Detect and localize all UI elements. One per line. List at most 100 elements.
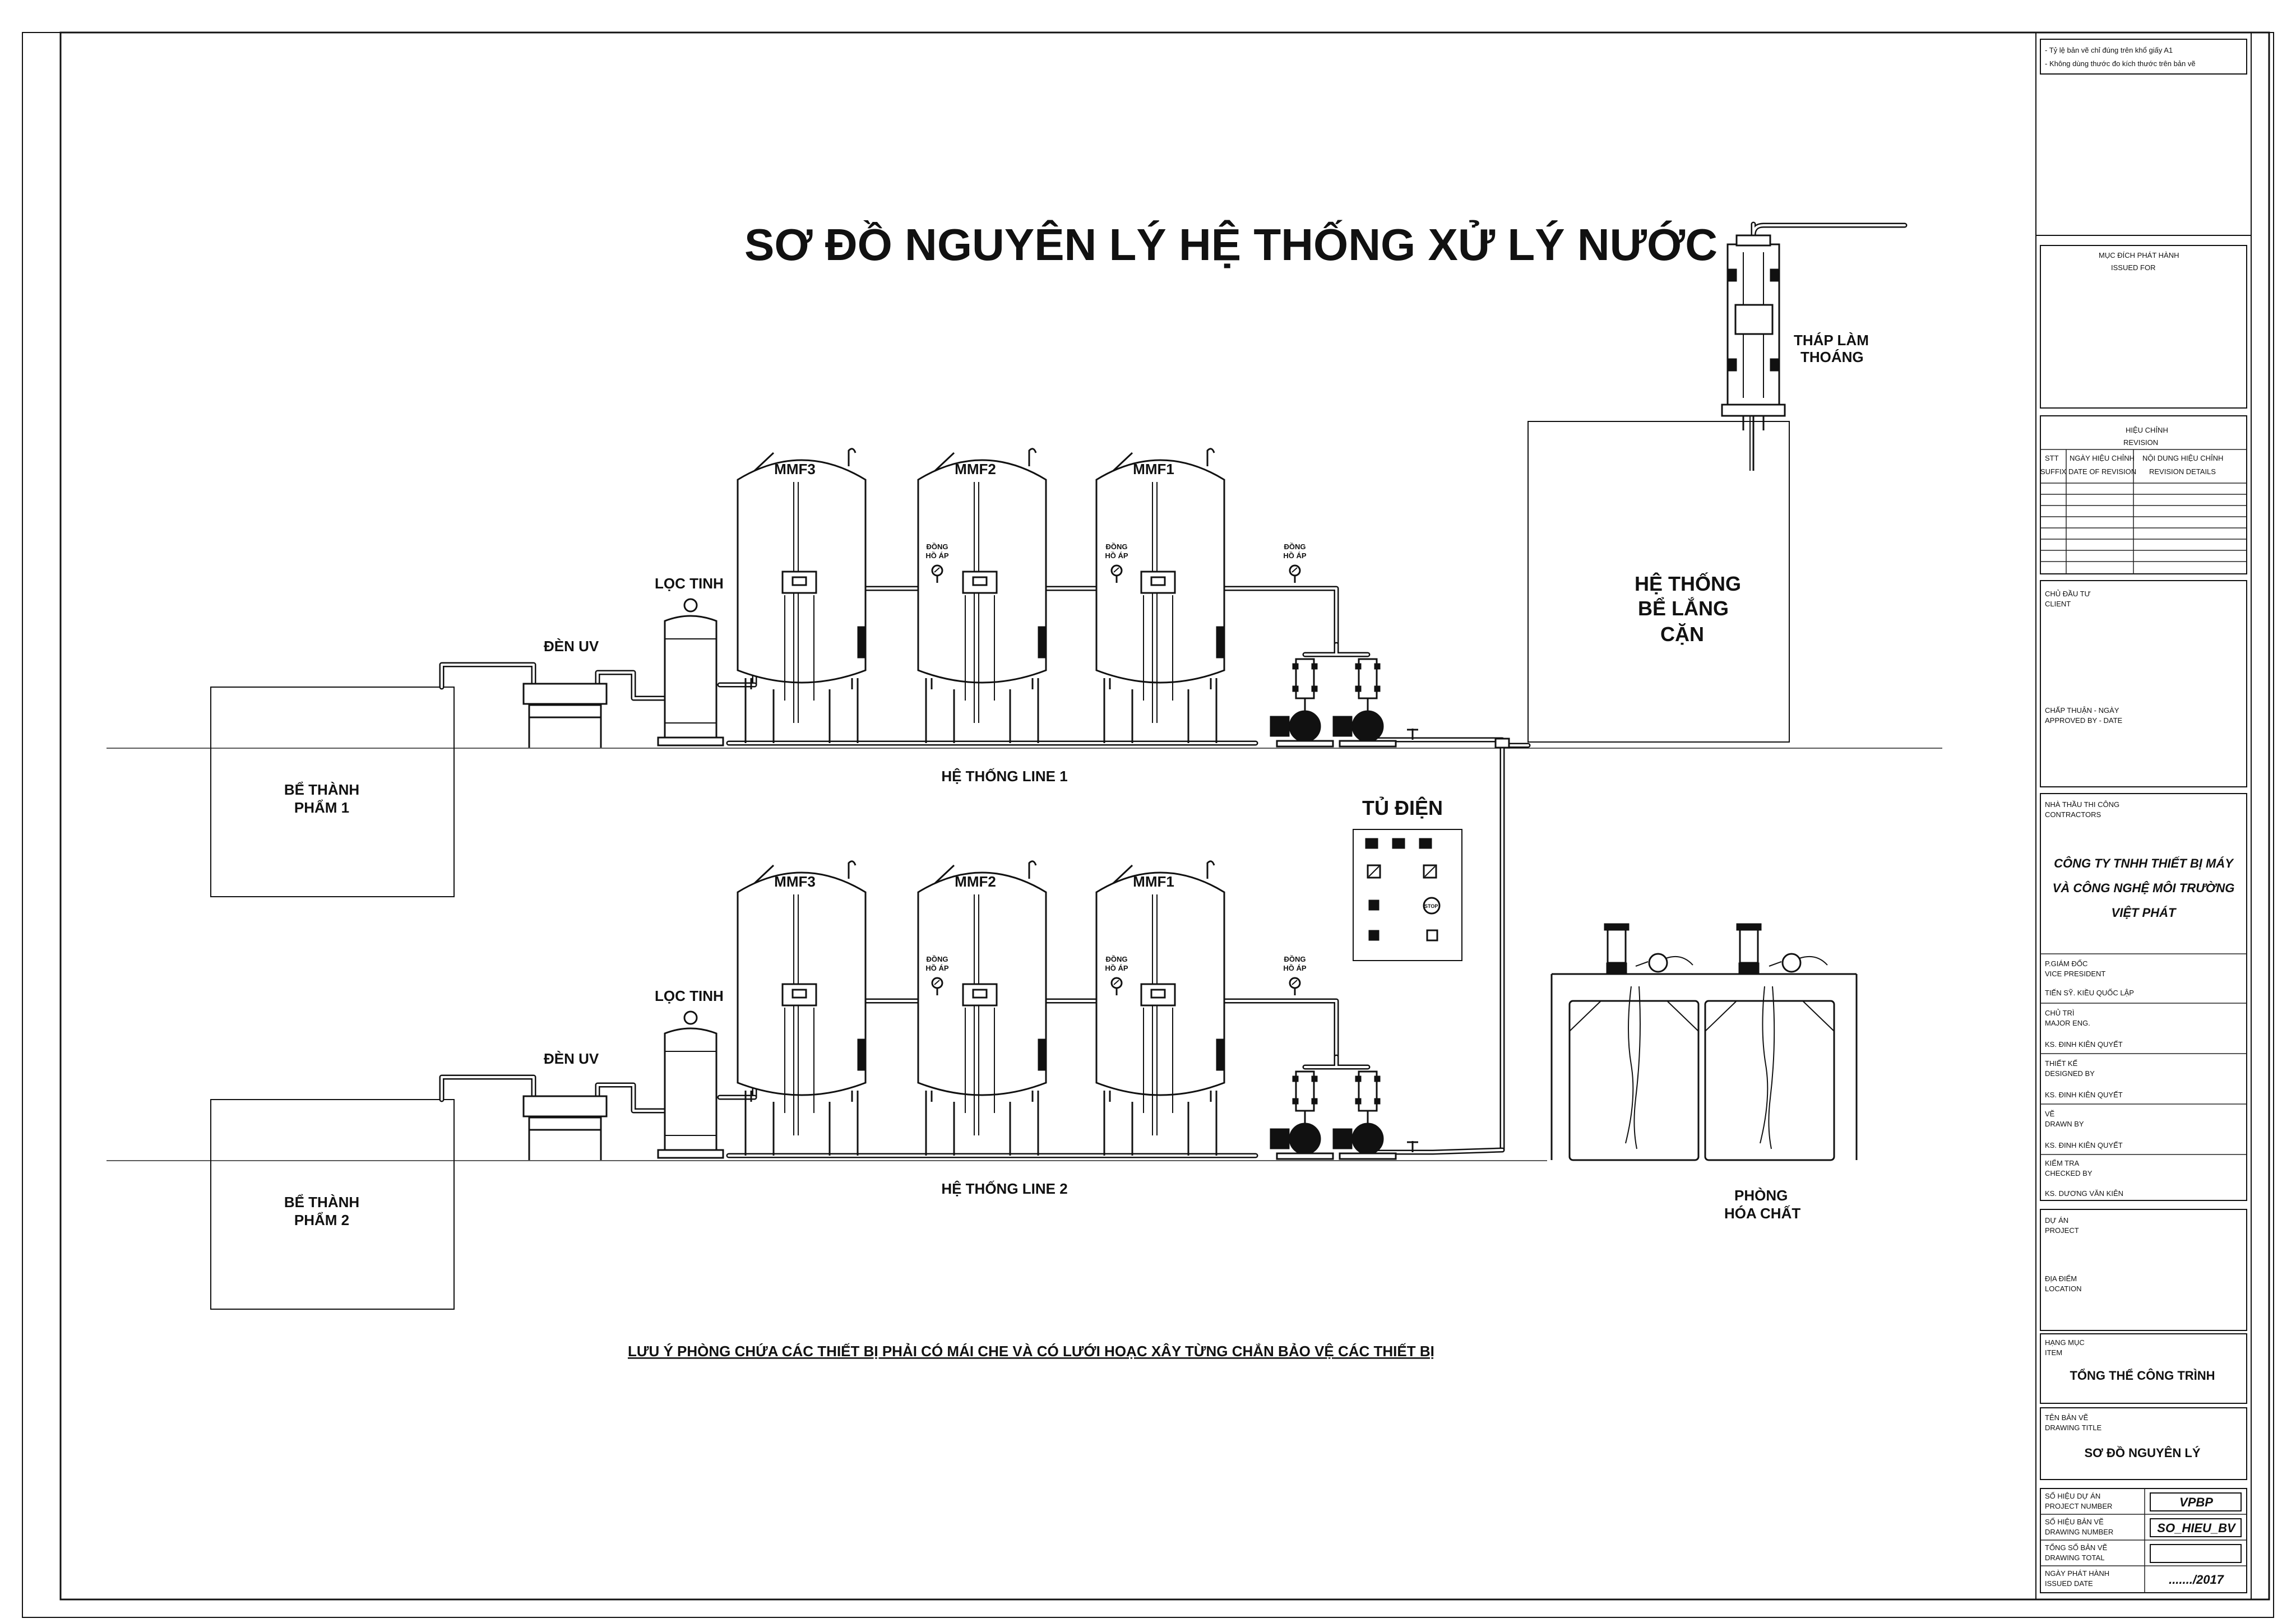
tb-check-vn: KIỂM TRA xyxy=(2045,1159,2079,1167)
tb-item-vn: HẠNG MỤC xyxy=(2045,1338,2085,1347)
uv-lamp-base xyxy=(528,704,602,718)
panel-stop-label: STOP xyxy=(1424,903,1438,909)
pump-base xyxy=(1339,740,1397,748)
mmf-sight-glass xyxy=(1038,1038,1045,1071)
tb-dtitle-vn: TÊN BẢN VẼ xyxy=(2045,1413,2089,1422)
pump-column xyxy=(1358,1070,1378,1112)
pump-motor xyxy=(1351,1123,1384,1155)
pump-flange xyxy=(1355,1098,1362,1105)
sedimentation-label-3: CẶN xyxy=(1660,623,1704,646)
pump-motor-end xyxy=(1270,716,1290,737)
control-panel-label: TỦ ĐIỆN xyxy=(1362,796,1443,819)
tb-pno-value: VPBP xyxy=(2179,1495,2213,1509)
tb-check-en: CHECKED BY xyxy=(2045,1169,2093,1177)
tb-location-en: LOCATION xyxy=(2045,1285,2082,1293)
protection-note: LƯU Ý PHÒNG CHỨA CÁC THIẾT BỊ PHẢI CÓ MÁ… xyxy=(628,1343,1434,1360)
tb-pno-en: PROJECT NUMBER xyxy=(2045,1502,2112,1510)
tb-date-vn: NGÀY PHÁT HÀNH xyxy=(2045,1569,2109,1578)
tb-design-en: DESIGNED BY xyxy=(2045,1069,2095,1078)
system-line-label: HỆ THỐNG LINE 2 xyxy=(941,1180,1067,1197)
pump-flange xyxy=(1292,1098,1299,1105)
pump-column xyxy=(1295,1070,1315,1112)
mmf-filter: MMF2 xyxy=(917,448,1047,743)
uv-lamp-body xyxy=(522,1095,608,1117)
chemical-room: PHÒNG HÓA CHẤT xyxy=(1550,923,1858,1222)
mmf-legs xyxy=(1103,678,1218,743)
pump-base xyxy=(1276,1152,1334,1160)
pump-flange xyxy=(1311,663,1318,670)
pump-motor-end xyxy=(1270,1128,1290,1149)
pressure-gauge-label-2: HỒ ÁP xyxy=(1283,964,1307,972)
tb-rev-col2-en: DATE OF REVISION xyxy=(2068,467,2136,476)
mmf-filter: MMF1 xyxy=(1095,448,1225,743)
fine-filter-body xyxy=(664,615,718,739)
main-feed-pipe xyxy=(1363,737,1531,1155)
feed-pump xyxy=(1332,1070,1397,1160)
uv-filter-pipe xyxy=(595,1082,666,1114)
mmf-sight-glass xyxy=(857,1038,865,1071)
mmf-drain xyxy=(931,678,1034,689)
mmf-filter: MMF3 xyxy=(737,448,867,743)
tb-vp-vn: P.GIÁM ĐỐC xyxy=(2045,959,2087,968)
tb-dno-en: DRAWING NUMBER xyxy=(2045,1528,2113,1536)
pump-column xyxy=(1295,658,1315,699)
mmf-vent xyxy=(753,864,775,884)
mmf-vent xyxy=(1112,452,1133,472)
mmf-valve-display xyxy=(791,989,807,999)
mmf-valve-display xyxy=(1150,989,1166,999)
tb-revision-vn: HIỆU CHỈNH xyxy=(2126,426,2168,434)
tank-uv-pipe-inner xyxy=(441,664,535,688)
pressure-gauge-label-1: ĐỒNG xyxy=(927,955,948,963)
fine-filter-label: LỌC TINH xyxy=(655,987,724,1004)
uv-lamp-body xyxy=(522,683,608,705)
tank-uv-pipe xyxy=(439,662,536,690)
product-tank-label-2: PHẨM 1 xyxy=(294,799,349,816)
pressure-gauge-label-1: ĐỒNG xyxy=(1284,955,1306,963)
pump-base xyxy=(1276,740,1334,748)
mmf-valve-display xyxy=(1150,576,1166,586)
mmf-vent xyxy=(934,864,955,884)
tb-rev-col3-en: REVISION DETAILS xyxy=(2149,467,2216,476)
uv-lamp-base xyxy=(528,1116,602,1131)
pump-flange xyxy=(1374,1098,1381,1105)
pump-flange xyxy=(1355,663,1362,670)
pump-flange xyxy=(1311,685,1318,692)
aeration-tower-label-1: THÁP LÀM xyxy=(1794,332,1869,349)
tb-project-en: PROJECT xyxy=(2045,1226,2079,1235)
sedimentation-system: HỆ THỐNG BỂ LẮNG CẶN xyxy=(1527,421,1790,743)
tb-revision-en: REVISION xyxy=(2123,438,2158,447)
feed-pump xyxy=(1270,1070,1334,1160)
mmf-label: MMF2 xyxy=(955,873,996,890)
tank-uv-pipe xyxy=(439,1074,536,1102)
pressure-gauge-label-2: HỒ ÁP xyxy=(925,964,949,972)
mmf-legs xyxy=(925,678,1039,743)
mmf-filter: MMF1 xyxy=(1095,860,1225,1156)
tb-rev-col2-vn: NGÀY HIỆU CHỈNH xyxy=(2070,454,2135,462)
mmf-drain xyxy=(750,1091,853,1102)
tb-approved-vn: CHẤP THUẬN - NGÀY xyxy=(2045,706,2119,715)
mmf-sight-glass xyxy=(1216,626,1224,659)
pump-flange xyxy=(1292,1075,1299,1082)
pump-motor xyxy=(1289,710,1321,743)
mmf-label: MMF1 xyxy=(1133,461,1174,477)
pump-column xyxy=(1358,658,1378,699)
feed-pump xyxy=(1332,658,1397,748)
pressure-gauge-label-2: HỒ ÁP xyxy=(1105,551,1128,560)
pump-flange xyxy=(1311,1098,1318,1105)
fine-filter-body xyxy=(664,1027,718,1151)
mmf-legs xyxy=(744,678,859,743)
aeration-tower: THÁP LÀM THOÁNG xyxy=(1721,221,1908,471)
revision-rows xyxy=(2040,483,2247,562)
pump-flange xyxy=(1292,685,1299,692)
mmf-drain xyxy=(1109,678,1212,689)
pressure-gauge-label-1: ĐỒNG xyxy=(1106,542,1128,551)
tb-project-vn: DỰ ÁN xyxy=(2045,1216,2068,1225)
mmf-vent xyxy=(1112,864,1133,884)
mmf-outlet xyxy=(1206,860,1215,879)
uv-filter-pipe xyxy=(595,670,666,701)
tb-contractor-vn: NHÀ THẦU THI CÔNG xyxy=(2045,800,2119,809)
